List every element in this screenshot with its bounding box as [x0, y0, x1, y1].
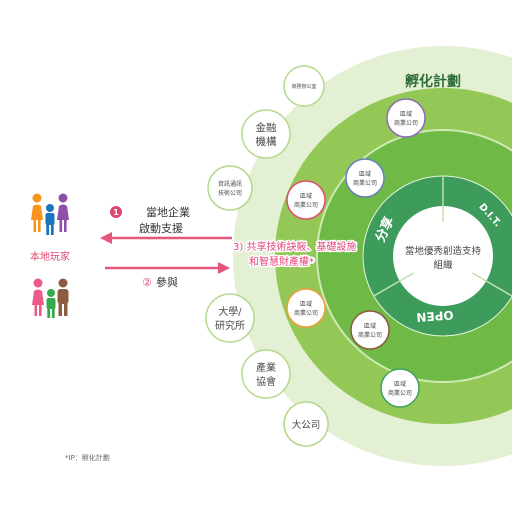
inner-node-circle [345, 158, 385, 198]
person-icon [57, 193, 69, 232]
outer-node-label: 技術公司 [218, 189, 242, 197]
participate-number: ② [142, 276, 152, 289]
support-label-line1: 當地企業 [146, 205, 190, 219]
outer-node-circle [241, 349, 291, 399]
inner-node: 區域 商業公司 [386, 98, 426, 138]
outer-node-label: 研究所 [215, 319, 245, 332]
inner-node-label: 區域 [364, 322, 376, 330]
person-icon [46, 289, 56, 318]
ring-label-open: OPEN [416, 308, 454, 325]
center-label: 當地優秀創造支持 組織 [405, 245, 482, 271]
outer-node: 商務辦公室 [283, 65, 325, 107]
outer-node-circle [207, 165, 253, 211]
inner-node-circle [286, 180, 326, 220]
inner-node-label: 商業公司 [294, 201, 318, 209]
inner-node: 區域 商業公司 [286, 180, 326, 220]
players-group-top [31, 193, 69, 235]
inner-node-label: 區域 [394, 380, 406, 388]
inner-node-label: 商業公司 [358, 331, 382, 339]
sharing-label-line2: 和智慧財產權* [249, 255, 314, 268]
inner-node: 區域 商業公司 [286, 288, 326, 328]
inner-node-label: 商業公司 [394, 119, 418, 127]
divider-lower-right [472, 272, 512, 297]
outer-node-label: 協會 [256, 375, 276, 388]
inner-node-label: 區域 [400, 110, 412, 118]
center-circle [393, 206, 493, 306]
inner-node-label: 商業公司 [353, 179, 377, 187]
outer-node-circle [283, 65, 325, 107]
players-group-bottom [32, 278, 69, 318]
person-icon [32, 278, 44, 316]
outer-node: 大學/ 研究所 [205, 293, 255, 343]
support-label-line2: 啟動支援 [139, 221, 183, 235]
outer-node: 大公司 [283, 401, 329, 447]
divider-lower-left [373, 272, 414, 297]
outer-node-label: 商務辦公室 [291, 83, 316, 90]
inner-node: 區域 商業公司 [345, 158, 385, 198]
inner-node-label: 商業公司 [388, 389, 412, 397]
outer-node-circle [241, 109, 291, 159]
inner-node-circle [286, 288, 326, 328]
outer-nodes: 商務辦公室 金融 機構 資訊通訊 技術公司 大學/ 研究所 產業 協會 大公司 [205, 65, 329, 447]
inner-nodes: 區域 商業公司 區域 商業公司 區域 商業公司 區域 商業公司 區域 商業公司 … [286, 98, 426, 408]
outer-node-label: 機構 [256, 135, 277, 148]
outer-node-label: 產業 [256, 361, 276, 374]
players-label: 本地玩家 [30, 250, 70, 263]
sector-dividers [373, 176, 512, 297]
participate-arrow [105, 262, 230, 274]
inner-node-label: 區域 [359, 170, 371, 178]
inner-node: 區域 商業公司 [380, 368, 420, 408]
inner-node-circle [350, 310, 390, 350]
outer-node: 金融 機構 [241, 109, 291, 159]
outer-node-label: 資訊通訊 [218, 180, 242, 188]
support-arrow [100, 232, 232, 244]
person-icon [45, 204, 55, 235]
support-number: 1 [113, 208, 119, 217]
participate-label: 參與 [156, 275, 178, 289]
center-label-line2: 組織 [433, 259, 453, 271]
inner-node-label: 區域 [300, 192, 312, 200]
inner-node-label: 商業公司 [294, 309, 318, 317]
center-label-line1: 當地優秀創造支持 [405, 245, 482, 257]
sharing-label-line1: 3) 共享技術訣竅、基礎設施 [233, 240, 356, 253]
inner-node: 區域 商業公司 [350, 310, 390, 350]
outer-node-circle [205, 293, 255, 343]
inner-node-label: 區域 [300, 300, 312, 308]
person-icon [31, 193, 43, 232]
outer-node-circle [283, 401, 329, 447]
inner-node-circle [380, 368, 420, 408]
outer-node: 產業 協會 [241, 349, 291, 399]
support-number-badge: 1 [110, 206, 122, 218]
person-icon [57, 278, 69, 316]
outer-node-label: 大公司 [292, 419, 321, 431]
outer-node: 資訊通訊 技術公司 [207, 165, 253, 211]
footnote: *IP：孵化計劃 [65, 453, 110, 462]
outer-node-label: 金融 [256, 121, 277, 134]
outer-node-label: 大學/ [218, 305, 242, 318]
diagram-title: 孵化計劃 [405, 73, 461, 90]
inner-node-circle [386, 98, 426, 138]
